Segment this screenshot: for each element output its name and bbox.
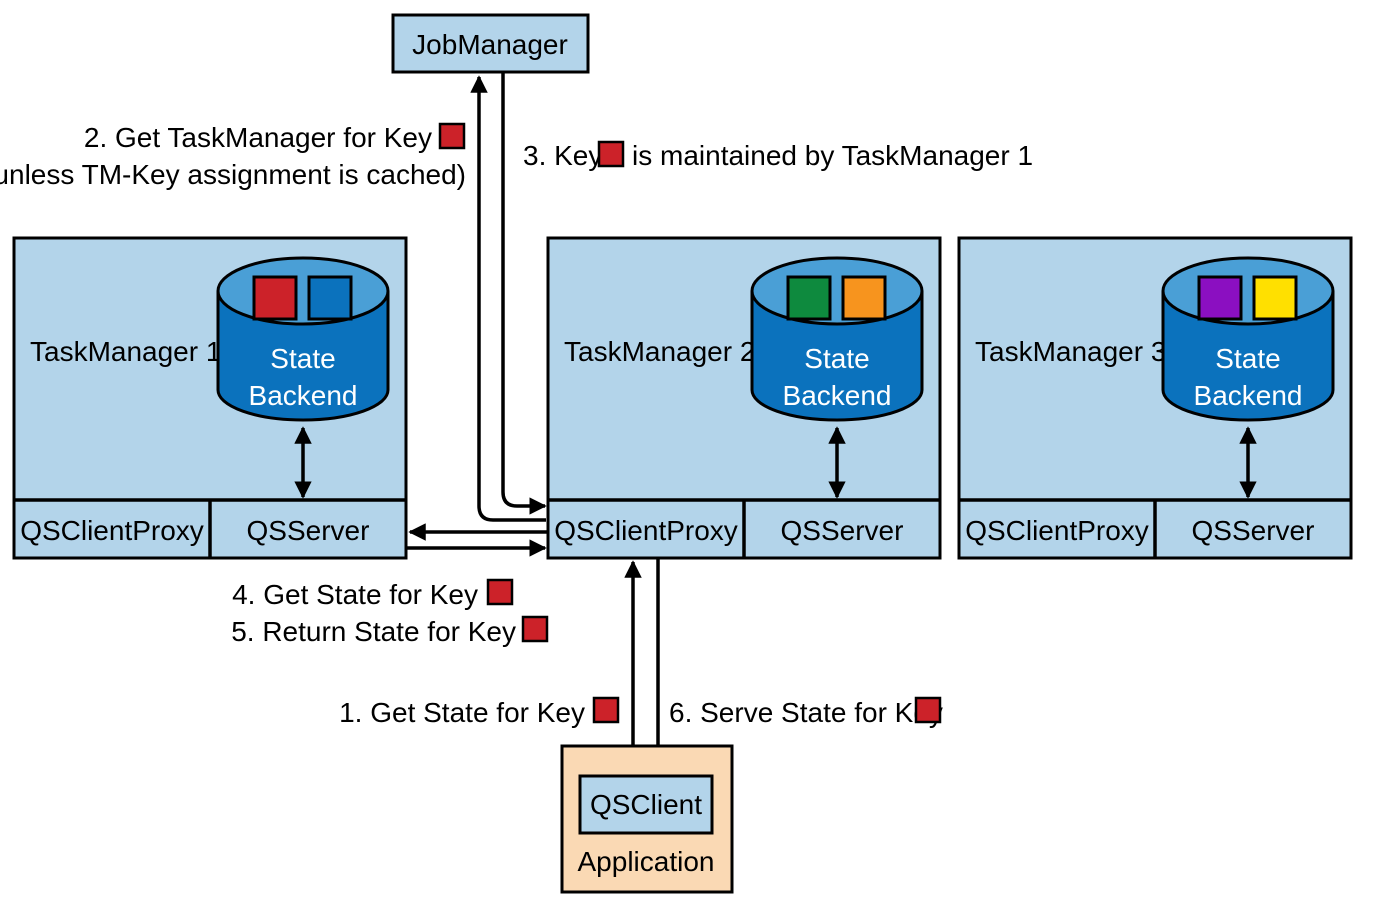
step-3-label-before: 3. Key [523, 140, 602, 171]
step-3-label-after: is maintained by TaskManager 1 [632, 140, 1033, 171]
arrow-step-2 [470, 75, 546, 522]
key-icon-green [786, 275, 832, 321]
tm1-qsserver-label: QSServer [247, 515, 370, 546]
task-manager-3[interactable]: TaskManager 3 State Backend QSClientProx… [957, 236, 1353, 560]
tm3-qsserver-label: QSServer [1192, 515, 1315, 546]
state-backend-2-line2: Backend [783, 380, 892, 411]
tm2-qsserver-label: QSServer [781, 515, 904, 546]
application-label: Application [578, 846, 715, 877]
application-box[interactable]: QSClient Application [560, 744, 734, 894]
task-manager-1-label: TaskManager 1 [30, 336, 221, 367]
tm1-qsclientproxy-label: QSClientProxy [20, 515, 204, 546]
key-icon-step-6 [914, 696, 942, 724]
step-5-label: 5. Return State for Key [231, 616, 516, 647]
tm3-qsclientproxy-label: QSClientProxy [965, 515, 1149, 546]
key-icon-red [252, 275, 298, 321]
key-icon-step-2 [438, 122, 466, 150]
state-backend-3-line2: Backend [1194, 380, 1303, 411]
state-backend-3: State Backend [1161, 256, 1335, 422]
arrow-step-3 [501, 72, 547, 515]
tm2-qsclientproxy-label: QSClientProxy [554, 515, 738, 546]
key-icon-step-3 [597, 140, 625, 168]
state-backend-3-line1: State [1215, 343, 1280, 374]
key-icon-blue [307, 275, 353, 321]
step-2-label-line2: (unless TM-Key assignment is cached) [0, 159, 466, 190]
key-icon-purple [1197, 275, 1243, 321]
task-manager-3-label: TaskManager 3 [975, 336, 1166, 367]
key-icon-orange [841, 275, 887, 321]
job-manager-box[interactable]: JobManager [391, 13, 590, 74]
task-manager-2[interactable]: TaskManager 2 State Backend QSClientProx… [546, 236, 942, 560]
state-backend-1-line1: State [270, 343, 335, 374]
state-backend-2: State Backend [750, 256, 924, 422]
step-1-label: 1. Get State for Key [339, 697, 585, 728]
step-4-label: 4. Get State for Key [232, 579, 478, 610]
job-manager-label: JobManager [412, 29, 568, 60]
qsclient-box[interactable] [578, 774, 714, 835]
key-icon-yellow [1252, 275, 1298, 321]
state-backend-1-line2: Backend [249, 380, 358, 411]
state-backend-1: State Backend [216, 256, 390, 422]
step-6-label: 6. Serve State for Key [669, 697, 943, 728]
key-icon-step-1 [592, 696, 620, 724]
key-icon-step-4 [486, 578, 514, 606]
step-2-label-line1: 2. Get TaskManager for Key [84, 122, 432, 153]
qsclient-label: QSClient [590, 789, 702, 820]
task-manager-2-label: TaskManager 2 [564, 336, 755, 367]
state-backend-2-line1: State [804, 343, 869, 374]
key-icon-step-5 [521, 615, 549, 643]
task-manager-1[interactable]: TaskManager 1 State Backend QSClientProx… [12, 236, 408, 560]
